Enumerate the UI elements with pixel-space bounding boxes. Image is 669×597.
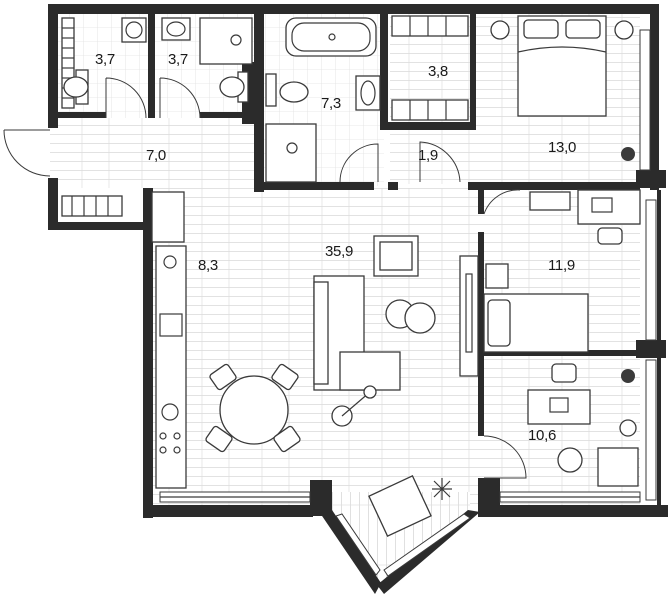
tv-stand-icon	[459, 255, 479, 377]
area-label-study: 10,6	[528, 427, 556, 444]
coffee-table-icon	[385, 299, 436, 334]
lamp-icon	[619, 419, 637, 437]
area-label-kitchen: 8,3	[198, 257, 218, 274]
area-label-hall: 1,9	[418, 147, 438, 164]
armchair-icon	[368, 475, 432, 537]
lamp-icon	[331, 385, 377, 427]
shower-icon	[265, 123, 317, 183]
washing-machine-icon	[121, 17, 147, 43]
plant-icon	[432, 478, 452, 500]
area-label-corridor: 7,0	[146, 147, 166, 164]
desk-icon	[577, 189, 641, 245]
toilet-icon	[265, 73, 309, 107]
windows	[159, 29, 657, 577]
wardrobe-icon	[391, 15, 469, 121]
dining-table-icon	[205, 363, 301, 453]
lamp-icon	[485, 263, 509, 289]
area-label-room-right: 11,9	[548, 257, 575, 274]
area-label-living: 35,9	[325, 243, 353, 260]
lamp-icon	[490, 20, 510, 40]
area-label-bath-mid: 3,7	[168, 51, 188, 68]
bathtub-icon	[285, 17, 377, 57]
plant-icon	[621, 369, 635, 383]
armchair-icon	[373, 235, 419, 277]
area-label-dressing: 3,8	[428, 63, 448, 80]
armchair-icon	[597, 447, 639, 487]
desk-icon	[527, 363, 591, 425]
single-bed-icon	[483, 293, 589, 353]
sink-icon	[355, 75, 381, 111]
sink-icon	[161, 17, 191, 41]
area-label-bath-left: 3,7	[95, 51, 115, 68]
area-label-bedroom: 13,0	[548, 139, 576, 156]
radiator-icon	[529, 191, 571, 211]
sofa-icon	[313, 275, 401, 391]
wardrobe-icon	[151, 191, 185, 243]
radiator-icon	[61, 195, 123, 217]
shower-icon	[199, 17, 253, 65]
double-bed-icon	[517, 15, 607, 117]
plant-icon	[621, 147, 635, 161]
toilet-icon	[63, 69, 89, 105]
walls	[48, 4, 668, 594]
side-table-icon	[557, 447, 583, 473]
toilet-icon	[219, 71, 249, 103]
room-labels: 3,7 3,7 7,3 3,8 7,0 1,9 13,0 35,9 8,3 11…	[95, 51, 576, 444]
doors	[3, 77, 527, 479]
area-label-bath-big: 7,3	[321, 95, 341, 112]
fixtures	[61, 15, 641, 537]
kitchen-counter-icon	[155, 245, 187, 489]
lamp-icon	[614, 20, 634, 40]
